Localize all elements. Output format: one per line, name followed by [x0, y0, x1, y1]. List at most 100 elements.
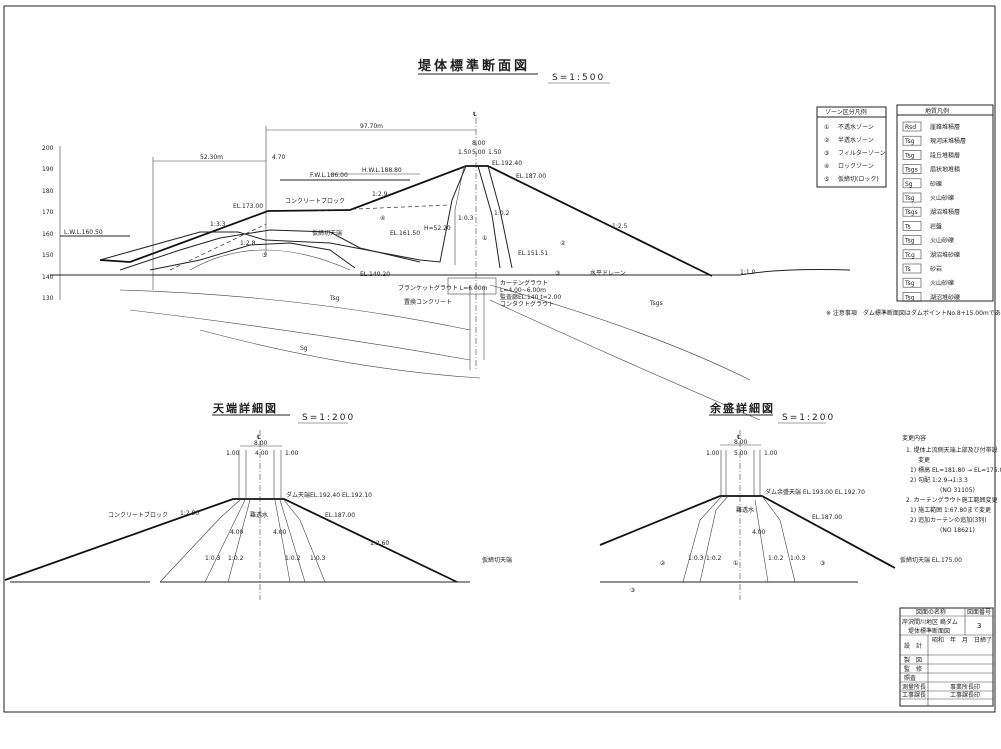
drawing-label: 1:0.2 [706, 555, 722, 562]
geology-label: 砂礫 [930, 180, 942, 188]
geology-swatch [902, 249, 922, 260]
drawing-label: 事業所長印 [950, 683, 980, 691]
drawing-label: H.W.L.188.80 [362, 167, 402, 174]
drawing-label: S=1:200 [782, 413, 835, 423]
drawing-label: 1.00 [764, 450, 778, 457]
geology-swatch [902, 192, 922, 203]
drawing-label: 監査廊EL.140 t=2.00 [500, 293, 561, 301]
geology-code: Ts [904, 266, 911, 273]
drawing-label: 設 計 [904, 642, 922, 650]
drawing-label: 測量所長 [902, 683, 926, 691]
geology-label: 岩盤 [930, 222, 942, 230]
drawing-label: 1.00 [706, 450, 720, 457]
drawing-label: ダム余盛天端 EL.193.00 EL.192.70 [765, 488, 865, 496]
drawing-label: 1.00 [285, 450, 299, 457]
main-scale: S=1:500 [552, 73, 605, 83]
drawing-label: 52.30m [200, 154, 223, 161]
geology-label: 火山砂礫 [930, 237, 954, 245]
drawing-label: 180 [42, 188, 54, 195]
drawing-label: 工事課長 [902, 691, 926, 699]
drawing-label: 1:0.3 [688, 555, 704, 562]
geology-swatch [902, 121, 922, 132]
drawing-label: 1:0.2 [768, 555, 784, 562]
drawing-label: コンクリートブロック [108, 511, 168, 519]
drawing-label: 97.70m [360, 123, 383, 130]
geology-code: Rsd [905, 124, 916, 131]
drawing-label: 製 図 [904, 656, 922, 664]
drawing-label: 1:2.8 [240, 240, 256, 247]
drawing-label: 8.00 [254, 440, 268, 447]
drawing-label: L.W.L.160.50 [64, 229, 103, 236]
geology-swatch [902, 235, 922, 245]
drawing-label: 5.00 [734, 450, 748, 457]
drawing-label: L=4.00~6.00m [500, 287, 546, 294]
drawing-label: 1:0.2 [494, 210, 510, 217]
drawing-label: ゾーン区分凡例 [825, 108, 867, 116]
drawing-label: 岸沢間川地区 嶋ダム [902, 618, 958, 626]
drawing-label: ℄ [257, 434, 261, 441]
drawing-label: 1.50 [488, 149, 502, 156]
geology-label: 湖沼堆砂礫 [930, 293, 960, 301]
drawing-label: 変更 [912, 456, 930, 464]
drawing-label: 1:0.2 [228, 555, 244, 562]
drawing-label: EL.192.40 [492, 160, 522, 167]
drawing-label: 1) 標高 EL=181.80 → EL=175.00 [910, 466, 1001, 474]
geology-swatch [902, 164, 922, 174]
drawing-label: EL.161.50 [390, 230, 420, 237]
geology-swatch [902, 292, 922, 302]
drawing-label: H=52.20 [424, 225, 451, 232]
drawing-label: フィルターゾーン [838, 149, 886, 157]
drawing-label: 変更内容 [902, 434, 926, 442]
drawing-label: 置換コンクリート [404, 298, 452, 306]
drawing-label: ④ [380, 215, 385, 222]
geology-code: Ts [904, 223, 911, 230]
geology-code: Tsg [904, 238, 915, 245]
drawing-label: 1:0.3 [205, 555, 221, 562]
drawing-label: (NO 31105) [940, 487, 975, 494]
geology-swatch [902, 178, 922, 189]
drawing-label: 5.00 [472, 149, 486, 156]
drawing-label: 4.00 [273, 529, 287, 536]
drawing-label: 昭和 年 月 日締了 [932, 636, 992, 644]
drawing-label: (NO 18621) [940, 527, 975, 534]
drawing-label: ④ [824, 163, 829, 170]
drawing-label: 130 [42, 295, 54, 302]
geology-swatch [902, 277, 922, 288]
drawing-label: F.W.L.186.00 [310, 172, 348, 179]
drawing-label: 2) 勾配 1:2.9→1:3.3 [910, 476, 968, 484]
drawing-label: 仮締切(ロック) [838, 175, 879, 183]
drawing-label: 半透水ゾーン [838, 136, 874, 144]
drawing-label: 1.00 [226, 450, 240, 457]
drawing-label: 仮締切天端 [482, 556, 512, 564]
drawing-label: 8.00 [734, 439, 748, 446]
drawing-label: 仮締切天端 [312, 229, 342, 237]
drawing-label: ① [482, 235, 487, 242]
main-section: 堤体標準断面図 S=1:500 200 190 180 170 160 150 … [42, 58, 1001, 421]
geology-code: Tsgs [904, 209, 918, 216]
drawing-label: ロックゾーン [838, 163, 874, 170]
drawing-label: 1:2.90 [180, 510, 199, 517]
geology-label: 崖錐堆積層 [930, 123, 960, 131]
drawing-label: 160 [42, 231, 54, 238]
sheet-border [3, 5, 996, 713]
drawing-label: 140 [42, 274, 54, 281]
title-block: 図面の名称 図面番号 岸沢間川地区 嶋ダム 堤体標準断面図 3 昭和 年 月 日… [899, 607, 994, 707]
drawing-label: EL.187.00 [325, 512, 355, 519]
geology-code: Tsgs [904, 167, 918, 174]
drawing-label: 1.50 [458, 149, 472, 156]
geology-label: 段丘堆積層 [930, 151, 960, 159]
detail-crest: 天端詳細図 S=1:200 ℄ 8.00 4.00 1.00 1.00 ダム天端… [4, 401, 470, 600]
drawing-label: 1:0.3 [790, 555, 806, 562]
drawing-label: ③ [555, 270, 560, 277]
drawing-label: EL.187.00 [812, 514, 842, 521]
drawing-label: EL.151.51 [518, 250, 548, 257]
geology-code: Tsg [904, 294, 915, 301]
drawing-label: ③ [824, 150, 829, 157]
drawing-label: 1:0.2 [285, 555, 301, 562]
drawing-label: 監 修 [904, 665, 922, 673]
geology-label: 扇状地堆積 [930, 166, 960, 174]
drawing-label: 余盛詳細図 [709, 401, 775, 415]
drawing-label: Tsgs [649, 300, 663, 307]
